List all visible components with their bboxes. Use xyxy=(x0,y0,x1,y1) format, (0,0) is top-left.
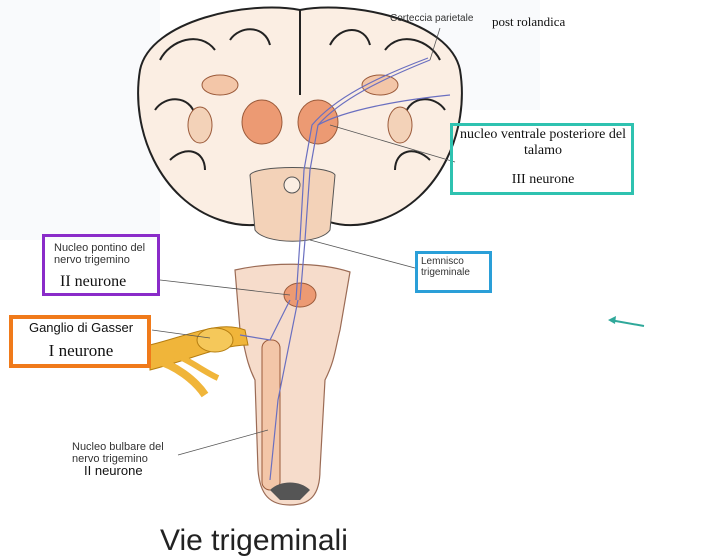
brain-coronal-section xyxy=(137,6,463,227)
label-primo-neurone: I neurone xyxy=(48,341,114,360)
trigeminal-pathway-diagram xyxy=(0,0,645,506)
thalamus-left xyxy=(241,99,283,145)
gasser-ganglion xyxy=(196,327,234,353)
label-ganglio: Ganglio di Gasser xyxy=(28,320,134,335)
label-nucleo-ventrale: nucleo ventrale posteriore del talamo xyxy=(460,127,626,159)
ganglion-label-box xyxy=(9,315,151,368)
midbrain-section xyxy=(249,167,336,242)
label-lemnisco: Lemnisco trigeminale xyxy=(421,256,470,278)
trigeminal-nerve xyxy=(149,326,249,398)
thalamus-label-box xyxy=(450,123,634,195)
lemniscus-label-box xyxy=(415,251,492,293)
label-corteccia-parietale: Corteccia parietale xyxy=(390,13,474,24)
label-secondo-neurone-bulbare: II neurone xyxy=(84,463,143,478)
leader-lines xyxy=(151,27,456,456)
background-page-text xyxy=(0,0,540,240)
label-nucleo-bulbare: Nucleo bulbare del nervo trigemino xyxy=(72,441,164,465)
label-terzo-neurone: III neurone xyxy=(511,172,575,187)
label-post-rolandica: post rolandica xyxy=(492,14,566,29)
ascending-pathway xyxy=(239,57,451,481)
arrow-icon xyxy=(608,316,645,327)
pontine-label-box xyxy=(42,234,160,296)
label-secondo-neurone-pontino: II neurone xyxy=(60,273,127,290)
page-title: Vie trigeminali xyxy=(160,524,348,557)
thalamus-right xyxy=(297,99,339,145)
brainstem xyxy=(234,263,351,506)
label-nucleo-pontino: Nucleo pontino del nervo trigemino xyxy=(54,242,146,266)
